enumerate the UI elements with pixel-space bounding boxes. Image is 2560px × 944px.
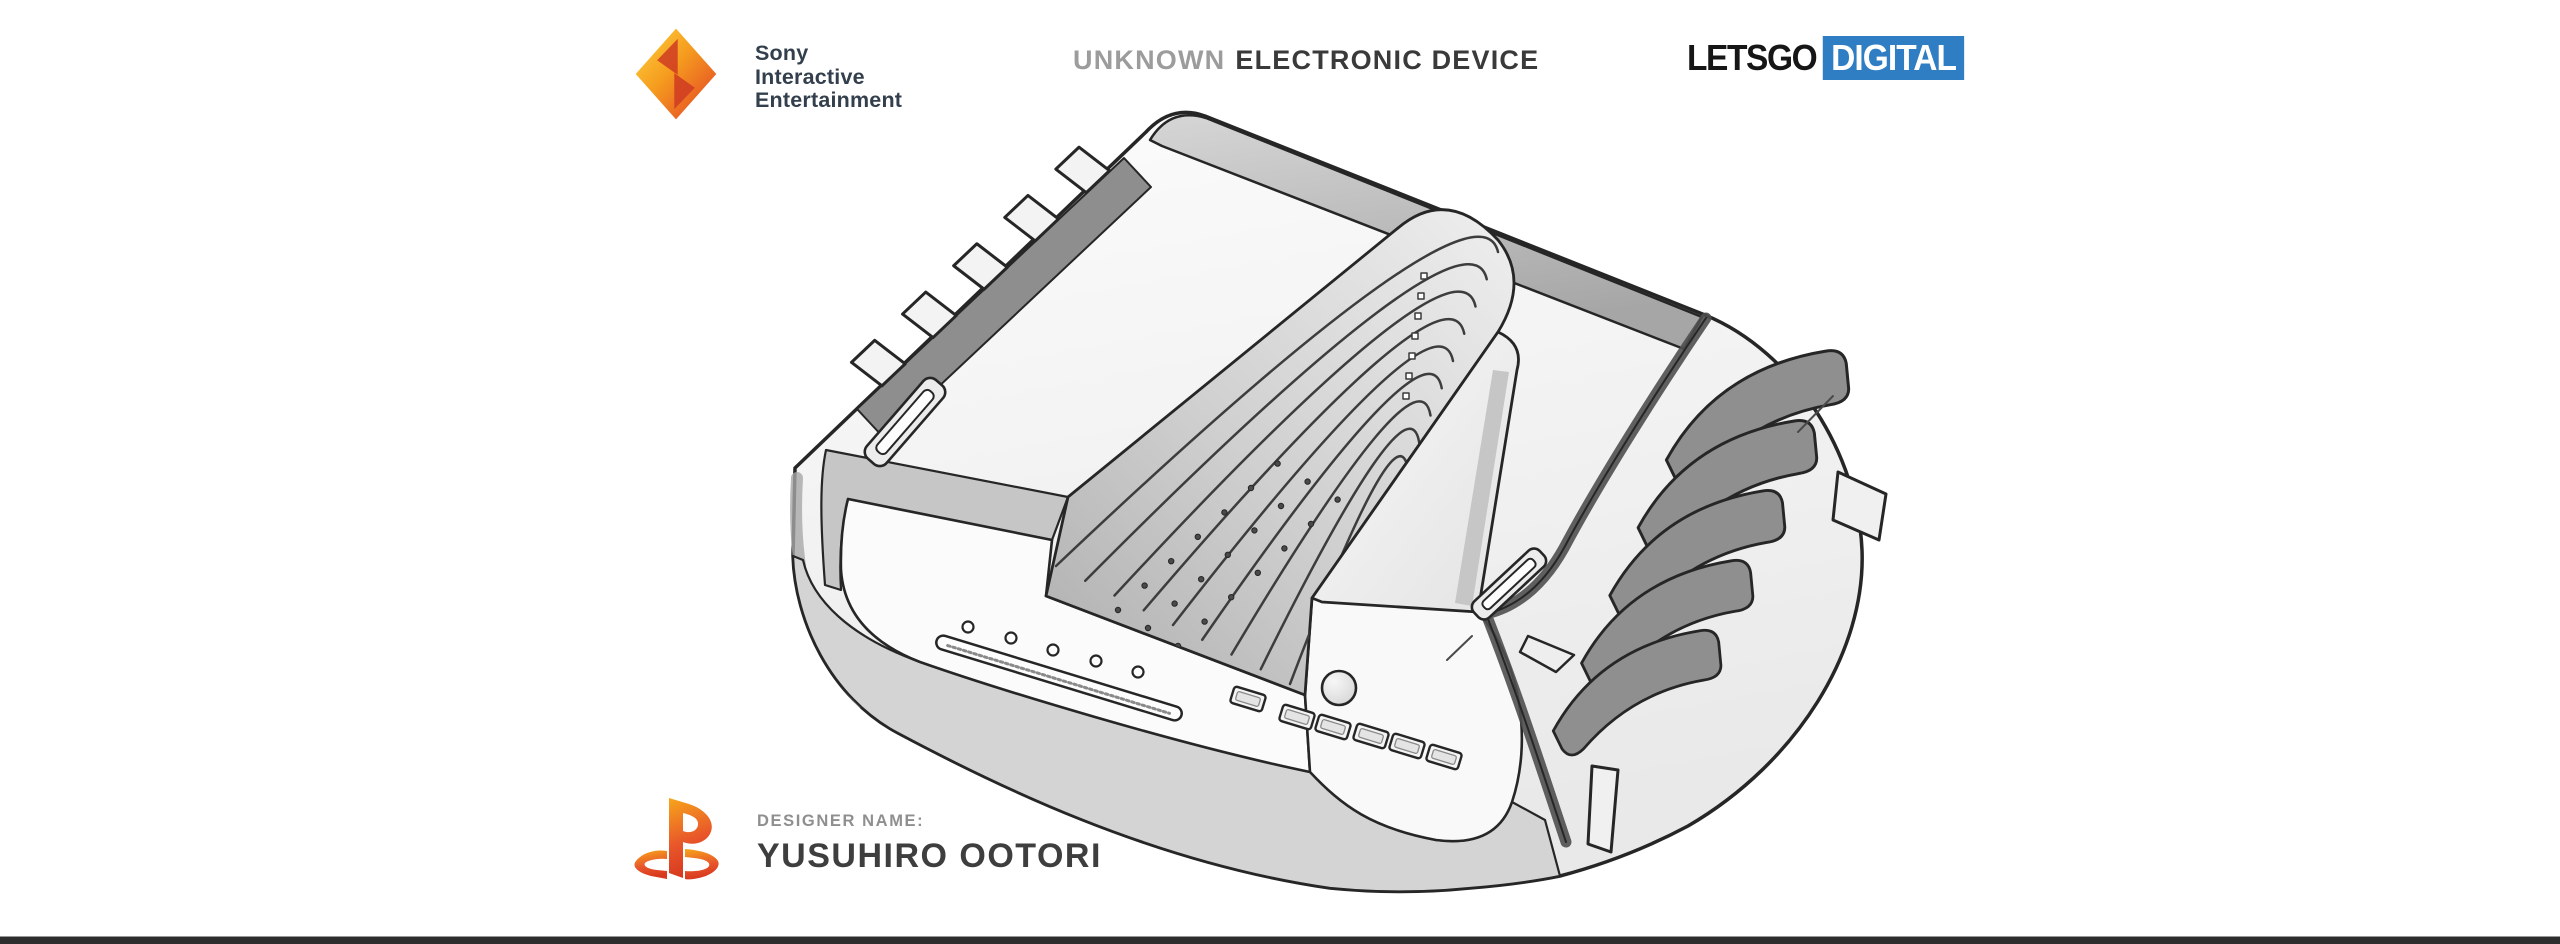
front-button: [1314, 713, 1352, 741]
brand-digital-badge: DIGITAL: [1822, 36, 1965, 80]
ps-p-shape: [669, 798, 712, 878]
vent-hole: [1405, 372, 1413, 380]
surface-tick: [1446, 635, 1473, 661]
front-button: [1352, 722, 1390, 750]
power-button: [1320, 669, 1358, 707]
vent-hole: [1201, 618, 1208, 625]
title-strong: ELECTRONIC DEVICE: [1235, 45, 1540, 75]
side-vents-group: [1551, 349, 1851, 757]
vent-hole: [1402, 392, 1410, 400]
bolt-upper: [657, 38, 678, 75]
designer-credit: DESIGNER NAME: YUSUHIRO OOTORI: [633, 798, 1102, 890]
sony-logo-text: Sony Interactive Entertainment: [755, 41, 903, 113]
groove-ridge: [1054, 235, 1500, 568]
vent-hole: [1221, 509, 1228, 516]
ps-swoosh-left: [634, 850, 667, 879]
designer-name: YUSUHIRO OOTORI: [757, 837, 1102, 875]
groove-ridge: [1201, 372, 1443, 641]
vent-hole: [1144, 624, 1152, 632]
groove-ridge: [1084, 263, 1488, 582]
front-button: [1229, 685, 1267, 713]
v-groove: [1044, 208, 1516, 697]
front-button: [1278, 703, 1316, 731]
vent-hole: [1277, 502, 1285, 510]
vent-hole: [1304, 478, 1311, 485]
groove-ridge: [1113, 290, 1477, 597]
groove-ridge: [1259, 427, 1421, 671]
vent-hole: [1420, 272, 1428, 280]
groove-ridges-group: [1054, 235, 1500, 686]
designer-text: DESIGNER NAME: YUSUHIRO OOTORI: [757, 812, 1102, 890]
vent-hole: [1141, 582, 1148, 589]
vent-hole: [1228, 594, 1235, 601]
front-button: [1388, 732, 1426, 760]
surface-tick: [1797, 395, 1834, 433]
front-left-panel: [839, 497, 1312, 774]
vent-hole: [1307, 520, 1315, 528]
groove-perforations-group: [1114, 272, 1428, 650]
indicator-led: [1046, 643, 1060, 657]
ps-swoosh-right: [685, 849, 719, 880]
left-fins-group: [849, 145, 1112, 388]
groove-ridge: [1142, 317, 1466, 612]
top-port-right: [1470, 547, 1548, 621]
groove-ridge: [1230, 400, 1432, 656]
brand-letsgo: LETSGO: [1687, 37, 1818, 78]
page-title: UNKNOWN ELECTRONIC DEVICE: [1073, 45, 1539, 76]
device-drawing: [790, 110, 1888, 894]
indicator-led: [1004, 631, 1018, 645]
sony-logo-line: Interactive: [755, 64, 865, 89]
vent-hole: [1198, 576, 1205, 583]
indicator-led: [1089, 654, 1103, 668]
left-fin: [952, 242, 1009, 291]
vent-hole: [1254, 569, 1262, 576]
top-port-left: [863, 376, 947, 468]
designer-label: DESIGNER NAME:: [757, 812, 925, 830]
vent-hole: [1281, 545, 1288, 552]
sony-logo-line: Entertainment: [755, 88, 903, 112]
sony-interactive-logo: Sony Interactive Entertainment: [633, 26, 902, 122]
v-wedge-shadow: [1455, 370, 1509, 606]
vent-hole: [1411, 332, 1419, 340]
vent-hole: [1168, 558, 1175, 565]
vent-hole: [1194, 533, 1202, 540]
vent-hole: [1247, 484, 1255, 492]
eject-tab: [1518, 634, 1576, 674]
vent-hole: [1171, 600, 1178, 607]
vent-hole: [1274, 460, 1281, 467]
left-fin: [1003, 193, 1060, 243]
vent-hole: [1251, 527, 1258, 534]
front-buttons-group: [1229, 685, 1463, 771]
vent-hole: [1414, 312, 1422, 320]
left-fin: [849, 338, 907, 388]
front-button: [1425, 743, 1463, 771]
title-muted: UNKNOWN: [1073, 45, 1226, 75]
vent-hole: [1408, 352, 1416, 360]
vent-hole: [1114, 606, 1122, 614]
vent-hole: [1224, 551, 1232, 558]
bottom-foot-tab: [1586, 764, 1620, 854]
sony-logo-line: Sony: [755, 41, 809, 65]
bolt-lower: [674, 73, 695, 110]
playstation-logo-icon: [634, 798, 719, 880]
indicator-led: [961, 620, 975, 634]
sony-interactive-diamond-icon: [635, 28, 717, 120]
left-fin: [901, 290, 958, 340]
side-vent: [1551, 628, 1723, 757]
letsgodigital-logo: LETSGO DIGITAL: [1687, 36, 1965, 80]
video-progress-bar: [0, 936, 2560, 944]
diamond-shape: [635, 28, 717, 120]
vent-hole: [1334, 496, 1341, 503]
right-section-boundary: [1485, 317, 1707, 843]
vent-hole: [1417, 292, 1425, 300]
left-fin: [1054, 145, 1112, 195]
indicator-led: [1131, 665, 1145, 679]
right-foot-tab: [1831, 470, 1888, 542]
groove-ridge: [1171, 345, 1455, 627]
disc-slot: [935, 634, 1183, 722]
indicator-leds-group: [961, 620, 1145, 679]
